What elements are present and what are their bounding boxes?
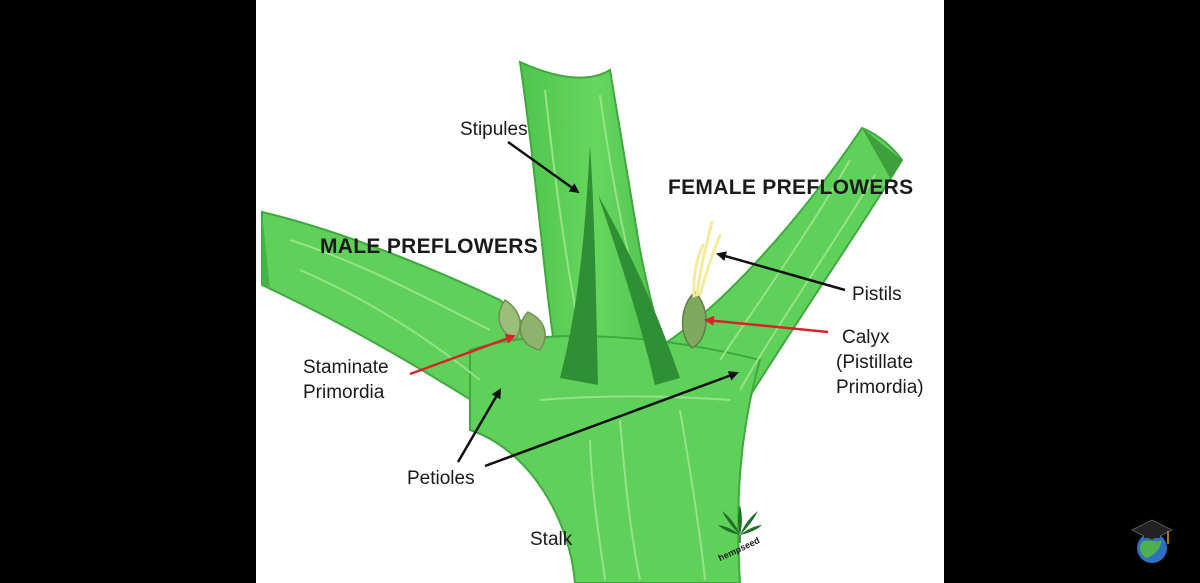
staminate-bud-2: [519, 311, 546, 351]
arrow-petioles-left: [456, 388, 502, 463]
label-calyx-sub2: Primordia): [836, 377, 924, 398]
stipule-left: [560, 145, 598, 385]
stipule-right: [598, 195, 680, 385]
arrow-calyx: [704, 315, 829, 334]
arrow-stipules: [507, 140, 580, 194]
pistils-hairs: [692, 220, 722, 298]
stalk-body: [469, 335, 762, 583]
label-petioles: Petioles: [407, 468, 475, 489]
arrow-petioles-right: [484, 371, 739, 468]
label-calyx: Calyx: [842, 327, 890, 348]
cannabis-leaf-icon: [718, 505, 762, 543]
graduation-cap-globe-icon: [1130, 519, 1174, 563]
label-staminate: Staminate: [303, 357, 389, 378]
label-pistils: Pistils: [852, 284, 902, 305]
label-stalk: Stalk: [530, 529, 573, 550]
label-staminate-sub: Primordia: [303, 382, 385, 403]
label-calyx-sub1: (Pistillate: [836, 352, 913, 373]
label-male-preflowers: MALE PREFLOWERS: [320, 235, 538, 258]
arrow-staminate: [409, 334, 516, 376]
calyx-bud: [681, 290, 707, 349]
label-female-preflowers: FEMALE PREFLOWERS: [668, 176, 913, 199]
label-stipules: Stipules: [460, 119, 528, 140]
arrow-pistils: [716, 251, 846, 292]
